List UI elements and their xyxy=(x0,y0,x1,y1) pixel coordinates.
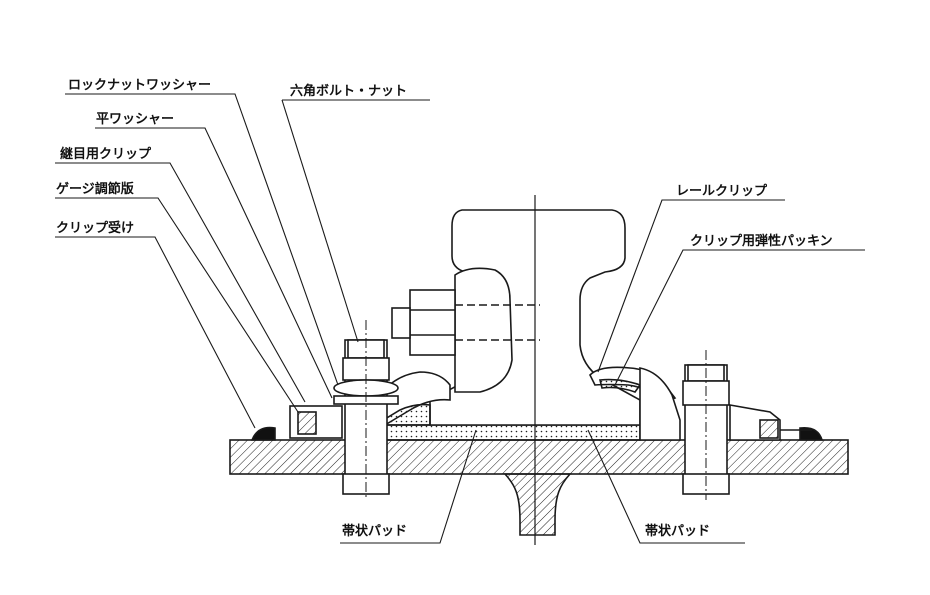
strip-pad xyxy=(379,424,641,441)
web-bolt-head xyxy=(409,289,456,356)
label-elastic-packing: クリップ用弾性パッキン xyxy=(690,234,833,249)
label-joint-clip: 継目用クリップ xyxy=(60,147,152,162)
label-gauge-plate: ゲージ調節版 xyxy=(56,182,134,197)
left-clip-seat xyxy=(372,403,431,426)
right-gauge-inner xyxy=(759,419,779,439)
label-strip-pad-left: 帯状パッド xyxy=(342,524,408,539)
label-hex-bolt-nut: 六角ボルト・ナット xyxy=(290,84,408,99)
left-clip-receiver xyxy=(250,426,276,441)
label-strip-pad-right: 帯状パッド xyxy=(645,524,711,539)
left-gauge-inner xyxy=(297,411,317,435)
right-clip-body xyxy=(639,367,681,441)
label-rail-clip: レールクリップ xyxy=(676,184,768,199)
web-bolt-end xyxy=(391,307,411,339)
label-flat-washer: 平ワッシャー xyxy=(96,112,175,127)
leader-lines xyxy=(55,93,865,544)
label-lock-nut-washer: ロックナットワッシャー xyxy=(68,78,212,93)
girder-web xyxy=(503,473,572,536)
right-clip-receiver xyxy=(799,426,824,441)
base-plate xyxy=(229,439,849,475)
label-clip-seat: クリップ受け xyxy=(56,221,135,236)
joint-clip-body xyxy=(454,267,513,393)
right-clip-packing xyxy=(598,378,642,393)
